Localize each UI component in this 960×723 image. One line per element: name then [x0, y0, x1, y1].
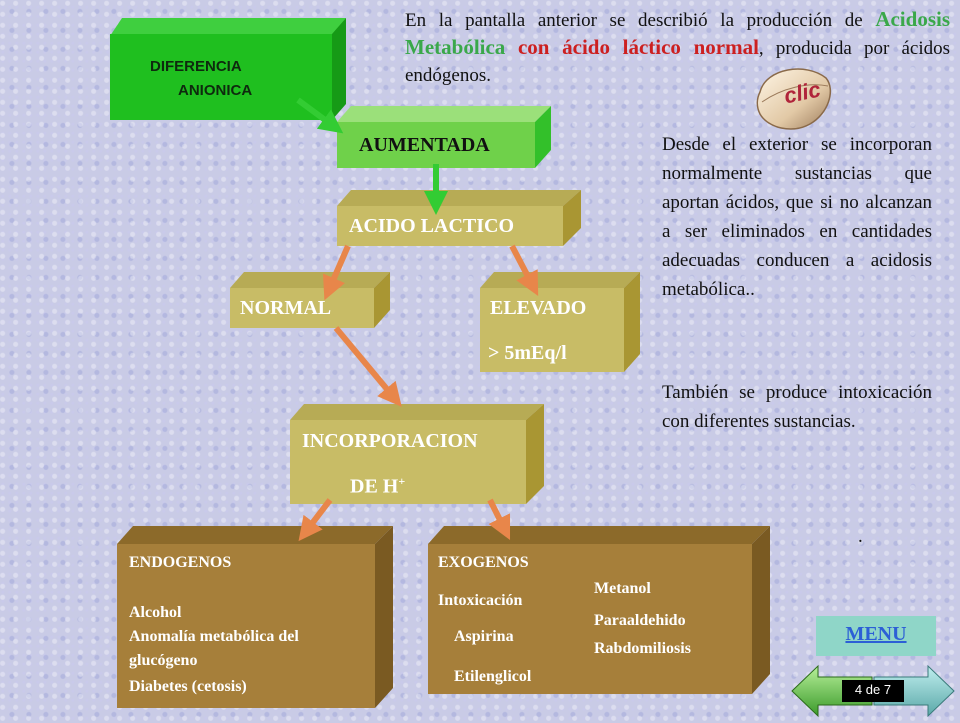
box-top-face — [337, 106, 551, 122]
exogenos-item: Aspirina — [454, 628, 514, 645]
box-front-face — [230, 288, 374, 328]
exogenos-title: EXOGENOS — [438, 554, 529, 571]
endogenos-item: Anomalía metabólica del — [129, 628, 299, 645]
aumentada-box: AUMENTADA — [337, 106, 551, 168]
elevado-box: ELEVADO > 5mEq/l — [480, 272, 640, 372]
box-top-face — [110, 18, 346, 36]
clic-mouse-button[interactable]: clic — [752, 62, 834, 134]
box-top-face — [290, 404, 544, 420]
page-indicator-bg — [842, 680, 904, 702]
box-front-face — [428, 544, 752, 694]
paragraph-exterior: Desde el exterior se incorporan normalme… — [662, 134, 932, 300]
mouse-icon — [756, 68, 831, 130]
de-h-label: DE H+ — [350, 474, 405, 499]
elevado-label: ELEVADO — [490, 297, 587, 319]
exogenos-item: Intoxicación — [438, 592, 523, 609]
exogenos-item: Etilenglicol — [454, 668, 532, 685]
box-front-face — [337, 122, 535, 168]
box-front-face — [290, 420, 526, 504]
acido-lactico-box: ACIDO LACTICO — [337, 190, 581, 246]
box-front-face — [480, 288, 624, 372]
exogenos-item: Rabdomiliosis — [594, 640, 691, 657]
intro-paragraph: En la pantalla anterior se describió la … — [405, 6, 950, 89]
incorporacion-box: INCORPORACION DE H+ — [290, 404, 544, 504]
exogenos-item: Paraaldehido — [594, 612, 686, 629]
elevado-value: > 5mEq/l — [488, 342, 567, 364]
diferencia-label-2: ANIONICA — [178, 82, 253, 99]
incorporacion-label: INCORPORACION — [302, 430, 478, 452]
box-front-face — [110, 34, 332, 120]
aumentada-label: AUMENTADA — [359, 134, 490, 156]
nav-arrows: 4 de 7 — [790, 664, 956, 718]
paragraph-intoxicacion: También se produce intoxicación con dife… — [662, 382, 932, 432]
menu-button[interactable]: MENU — [816, 616, 936, 656]
endogenos-item: Diabetes (cetosis) — [129, 678, 247, 695]
normal-label: NORMAL — [240, 297, 332, 319]
box-side-face — [752, 526, 770, 694]
box-top-face — [117, 526, 393, 544]
intro-highlight-lactico: con ácido láctico normal — [505, 35, 759, 59]
page-indicator: 4 de 7 — [854, 682, 892, 697]
de-h-plus: + — [398, 474, 406, 488]
box-front-face — [117, 544, 375, 708]
box-side-face — [374, 272, 390, 328]
box-front-face — [337, 206, 563, 246]
nav-arrows-icon — [791, 664, 955, 718]
box-top-face — [337, 190, 581, 206]
box-side-face — [332, 18, 346, 120]
box-side-face — [375, 526, 393, 708]
exogenos-box: EXOGENOS Intoxicación Aspirina Etilengli… — [428, 526, 770, 694]
box-side-face — [563, 190, 581, 246]
menu-label: MENU — [845, 623, 907, 645]
endogenos-item: glucógeno — [129, 652, 198, 669]
diferencia-label-1: DIFERENCIA — [150, 58, 242, 75]
endogenos-title: ENDOGENOS — [129, 554, 232, 571]
box-top-face — [230, 272, 390, 288]
exogenos-item: Metanol — [594, 580, 651, 597]
box-side-face — [624, 272, 640, 372]
diferencia-anionica-box: DIFERENCIA ANIONICA — [110, 18, 346, 120]
intro-text-2: , producida por ácidos endógenos. — [405, 38, 950, 86]
trailing-dot: . — [858, 526, 863, 547]
box-side-face — [535, 106, 551, 168]
acido-lactico-label: ACIDO LACTICO — [349, 215, 515, 237]
intro-highlight-acidosis: Acidosis Metabólica — [405, 7, 950, 59]
normal-box: NORMAL — [230, 272, 390, 328]
de-h-text: DE H — [350, 475, 399, 498]
endogenos-item: Alcohol — [129, 604, 182, 621]
box-top-face — [428, 526, 770, 544]
box-side-face — [526, 404, 544, 504]
box-top-face — [480, 272, 640, 288]
intro-text-1: En la pantalla anterior se describió la … — [405, 10, 876, 31]
endogenos-box: ENDOGENOS Alcohol Anomalía metabólica de… — [117, 526, 393, 708]
arrow-normal-incorporacion — [333, 326, 402, 407]
